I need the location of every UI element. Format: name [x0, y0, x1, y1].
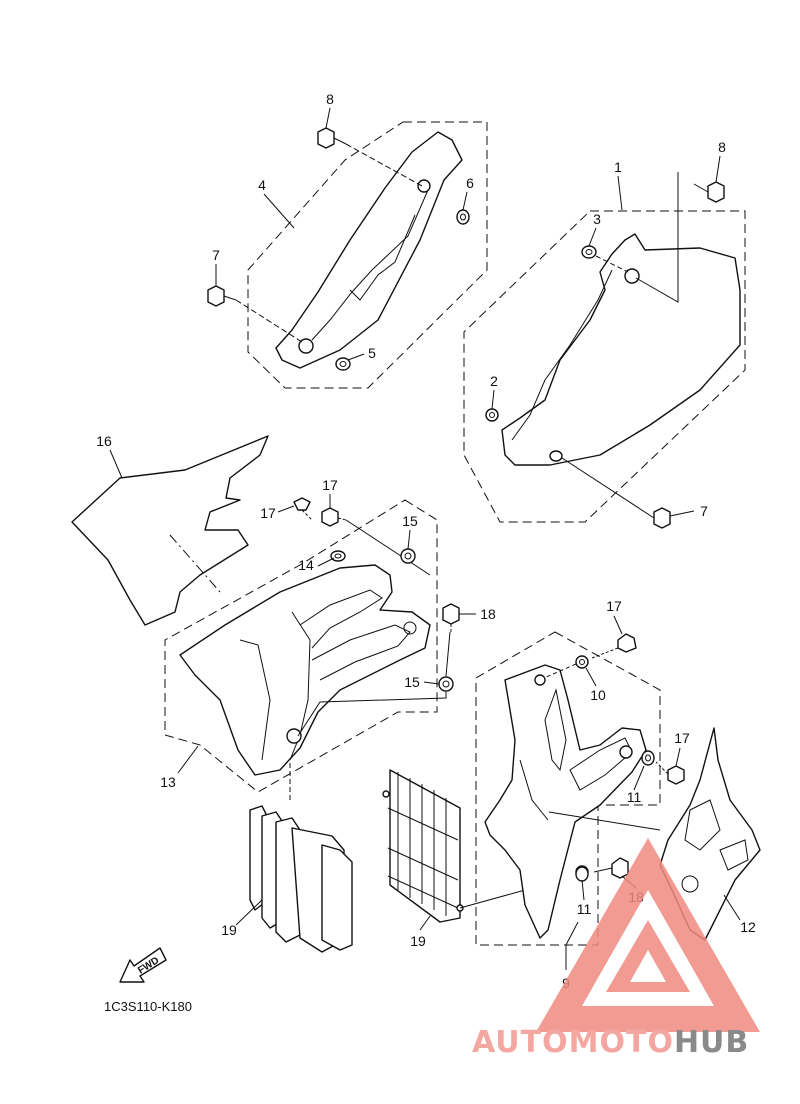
shroud-mount-hole [286, 728, 302, 744]
shroud-right-leader [548, 811, 661, 831]
watermark-triangle-inner [606, 920, 690, 992]
diagram-code: 1C3S110-K180 [104, 999, 192, 1014]
side-bracket-shape [275, 131, 463, 369]
callout-17-a: 17 [322, 477, 338, 493]
bracket-mount-hole-upper [417, 179, 431, 193]
bolt-18-a [442, 603, 460, 677]
bolt-8-left [317, 127, 423, 187]
part-1-side-panel [463, 172, 746, 523]
callout-3: 3 [593, 211, 601, 227]
collar-14 [330, 550, 346, 562]
part-13-shroud-left [164, 499, 438, 793]
tuning-fork-emblem [681, 875, 699, 893]
grommet-6 [456, 209, 470, 225]
callout-6: 6 [466, 175, 474, 191]
callout-19-left: 19 [221, 922, 237, 938]
group-13-dashed-outline [164, 499, 438, 793]
callout-10: 10 [590, 687, 606, 703]
grommet-15-a [400, 548, 416, 564]
group-4-dashed-outline [247, 121, 488, 389]
shroud-inner-rib [289, 611, 311, 761]
callout-19-right: 19 [410, 933, 426, 949]
part-19-radiator-guard-right [382, 769, 526, 923]
callout-17-d: 17 [674, 730, 690, 746]
side-panel-shape [501, 233, 741, 466]
bolt-7-right [561, 457, 671, 529]
side-panel-lower-hole [549, 450, 563, 462]
callout-7-right: 7 [700, 503, 708, 519]
watermark-text-moto: MOTO [569, 1025, 674, 1060]
callout-7-left: 7 [212, 247, 220, 263]
collar-11-upper [641, 750, 655, 766]
callout-5: 5 [368, 345, 376, 361]
bracket-mount-hole-lower [298, 338, 314, 354]
part-19-radiator-guard-left [249, 760, 353, 953]
collar-11-lower [575, 866, 589, 882]
side-bracket-inner-line [311, 189, 429, 341]
callout-11-upper: 11 [627, 789, 642, 805]
right-decal-motif [684, 799, 721, 851]
panel-bolt-leader [635, 172, 679, 303]
watermark-triangle-outer [536, 838, 760, 1032]
part-4-side-cover-bracket [247, 121, 488, 389]
callout-15-b: 15 [404, 674, 420, 690]
collar-10 [543, 655, 589, 679]
part-16-decal [71, 435, 269, 626]
side-panel-upper-hole [624, 268, 640, 284]
grommet-2 [485, 408, 499, 422]
watermark-text-hub: HUB [674, 1025, 749, 1060]
watermark-text: AUTOMOTOHUB [472, 1025, 749, 1060]
shroud-right-hole-top [534, 674, 546, 686]
decal-shape [71, 435, 269, 626]
shroud-left-rib [239, 639, 271, 761]
callout-12: 12 [740, 919, 756, 935]
shroud-right-slot-1 [544, 688, 567, 772]
shroud-right-shape [484, 664, 647, 939]
shroud-right-crease [519, 759, 549, 821]
callout-8-right: 8 [718, 139, 726, 155]
bolt-8-right [693, 181, 725, 203]
watermark-text-auto: AUTO [472, 1025, 569, 1060]
group-1-dashed-outline [463, 210, 746, 523]
side-bracket-notch [349, 214, 416, 301]
bolt-18-b [593, 857, 629, 879]
screw-17-a [293, 497, 313, 521]
watermark-logo [536, 838, 760, 1032]
shroud-left-shape [179, 564, 431, 776]
callout-16: 16 [96, 433, 112, 449]
callout-4: 4 [258, 177, 266, 193]
grommet-5 [335, 357, 351, 371]
callout-17-c: 17 [606, 598, 622, 614]
decal-centerline [169, 534, 221, 593]
shroud-right-hole-mid [619, 745, 633, 759]
callout-17-b: 17 [260, 505, 276, 521]
callout-1: 1 [614, 159, 622, 175]
forward-direction-arrow: FWD [119, 947, 167, 983]
callout-14: 14 [298, 557, 314, 573]
callout-13: 13 [160, 774, 176, 790]
shroud-lower-slot [311, 624, 411, 681]
right-decal-logo [719, 839, 749, 871]
shroud-front-hole [403, 621, 417, 635]
callout-18-a: 18 [480, 606, 496, 622]
screw-17-c [591, 633, 637, 659]
callout-8-left: 8 [326, 91, 334, 107]
side-panel-edge [511, 269, 613, 441]
group-9-dashed-outline [475, 631, 661, 946]
shroud-upper-slot [299, 589, 383, 649]
callout-15-a: 15 [402, 513, 418, 529]
callout-2: 2 [490, 373, 498, 389]
callout-11-lower: 11 [577, 901, 592, 917]
